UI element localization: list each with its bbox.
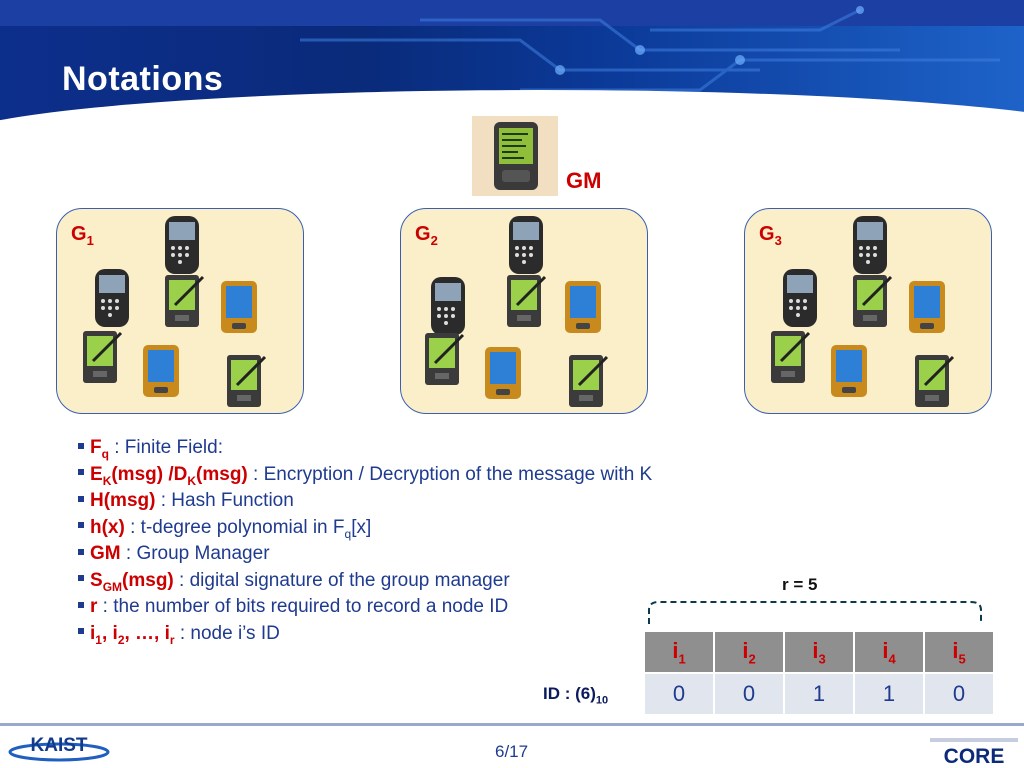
notation-list: Fq : Finite Field: EK(msg) /DK(msg) : En… bbox=[78, 435, 838, 647]
group-g1: G1 bbox=[56, 208, 304, 414]
smartphone-icon bbox=[431, 277, 465, 335]
slide-title: Notations bbox=[62, 60, 224, 98]
bullet-node-ids: i1, i2, …, ir : node i’s ID bbox=[78, 621, 838, 648]
dashed-brace bbox=[648, 601, 982, 624]
bullet-square-icon bbox=[78, 601, 84, 608]
group-g2: G2 bbox=[400, 208, 648, 414]
pda-stylus-icon bbox=[853, 275, 893, 327]
bullet-square-icon bbox=[78, 522, 84, 529]
bullet-square-icon bbox=[78, 628, 84, 635]
bit-header: i1 bbox=[643, 630, 715, 674]
id-bit-table: i1 i2 i3 i4 i5 0 0 1 1 0 bbox=[643, 630, 995, 716]
bullet-square-icon bbox=[78, 442, 84, 449]
pda-stylus-icon bbox=[507, 275, 547, 327]
smartphone-icon bbox=[165, 216, 199, 274]
bit-header: i2 bbox=[713, 630, 785, 674]
bullet-hash: H(msg) : Hash Function bbox=[78, 488, 838, 515]
pda-stylus-icon bbox=[425, 333, 465, 385]
bullet-group-manager: GM : Group Manager bbox=[78, 541, 838, 568]
bullet-signature: SGM(msg) : digital signature of the grou… bbox=[78, 568, 838, 595]
group-g3: G3 bbox=[744, 208, 992, 414]
bit-value: 0 bbox=[923, 672, 995, 716]
core-logo: CORE bbox=[930, 738, 1018, 766]
footer-divider bbox=[0, 723, 1024, 726]
bit-header: i4 bbox=[853, 630, 925, 674]
pda-stylus-icon bbox=[83, 331, 123, 383]
page-number: 6/17 bbox=[495, 742, 529, 761]
gm-pda-icon bbox=[472, 116, 558, 196]
pda-stylus-icon bbox=[165, 275, 205, 327]
pda-stylus-icon bbox=[227, 355, 267, 407]
pocket-pc-icon bbox=[485, 347, 521, 399]
pda-stylus-icon bbox=[771, 331, 811, 383]
bullet-encryption: EK(msg) /DK(msg) : Encryption / Decrypti… bbox=[78, 462, 838, 489]
pocket-pc-icon bbox=[221, 281, 257, 333]
smartphone-icon bbox=[95, 269, 129, 327]
core-logo-text: CORE bbox=[944, 745, 1005, 766]
group-label: G3 bbox=[759, 223, 782, 248]
bullet-bits: r : the number of bits required to recor… bbox=[78, 594, 838, 621]
smartphone-icon bbox=[783, 269, 817, 327]
smartphone-icon bbox=[853, 216, 887, 274]
gm-label: GM bbox=[566, 168, 602, 193]
circuit-pattern-decoration bbox=[300, 6, 1000, 92]
bullet-polynomial: h(x) : t-degree polynomial in Fq[x] bbox=[78, 515, 838, 542]
pocket-pc-icon bbox=[565, 281, 601, 333]
pda-stylus-icon bbox=[915, 355, 955, 407]
bullet-square-icon bbox=[78, 575, 84, 582]
header-banner bbox=[0, 0, 1024, 140]
id-value-row: 0 0 1 1 0 bbox=[643, 672, 995, 716]
bullet-square-icon bbox=[78, 469, 84, 476]
bit-header: i5 bbox=[923, 630, 995, 674]
bit-value: 0 bbox=[643, 672, 715, 716]
bullet-square-icon bbox=[78, 548, 84, 555]
pocket-pc-icon bbox=[831, 345, 867, 397]
bit-value: 1 bbox=[853, 672, 925, 716]
bit-value: 0 bbox=[713, 672, 785, 716]
kaist-logo: KAIST bbox=[8, 735, 110, 762]
group-label: G1 bbox=[71, 223, 94, 248]
pocket-pc-icon bbox=[143, 345, 179, 397]
kaist-logo-text: KAIST bbox=[31, 735, 88, 756]
bullet-square-icon bbox=[78, 495, 84, 502]
group-label: G2 bbox=[415, 223, 438, 248]
pda-stylus-icon bbox=[569, 355, 609, 407]
pocket-pc-icon bbox=[909, 281, 945, 333]
smartphone-icon bbox=[509, 216, 543, 274]
r-label: r = 5 bbox=[782, 575, 818, 594]
bullet-finite-field: Fq : Finite Field: bbox=[78, 435, 838, 462]
bit-value: 1 bbox=[783, 672, 855, 716]
bit-header: i3 bbox=[783, 630, 855, 674]
id-label: ID : (6)10 bbox=[543, 684, 609, 707]
id-header-row: i1 i2 i3 i4 i5 bbox=[643, 630, 995, 674]
